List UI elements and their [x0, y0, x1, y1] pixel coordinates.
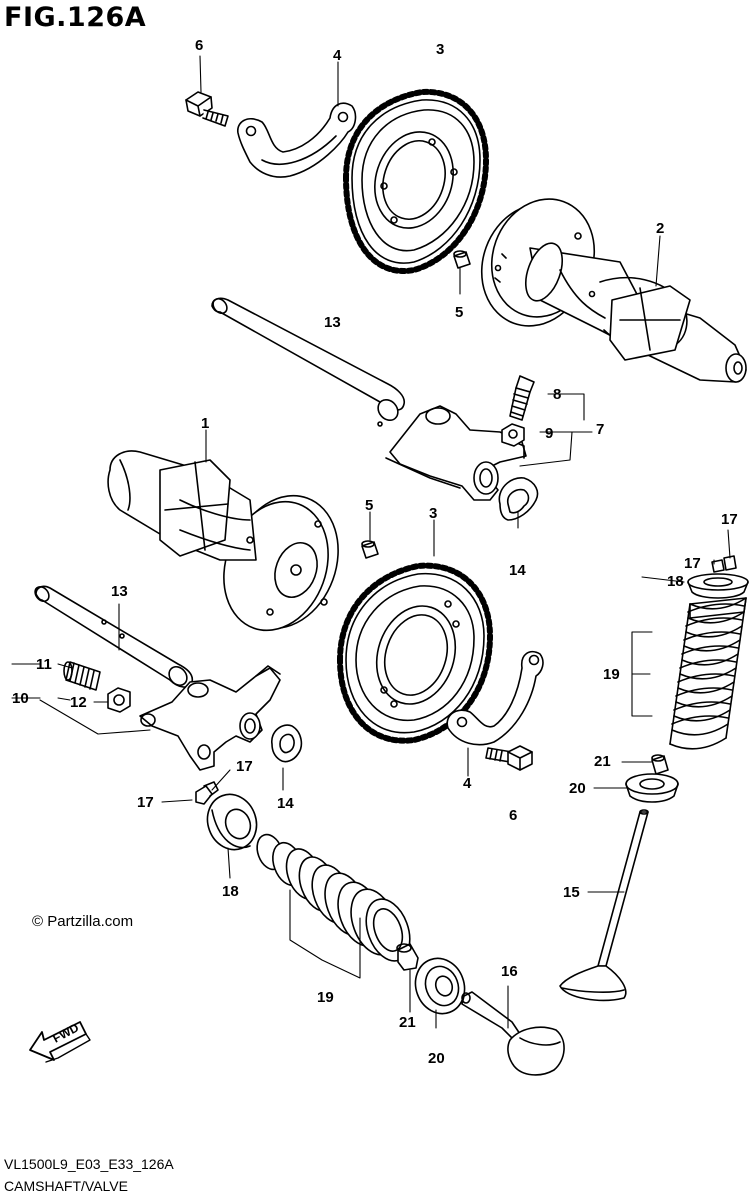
valve-part-16	[461, 991, 565, 1076]
camshaft-part-2	[480, 198, 747, 383]
label-3-top: 3	[436, 41, 445, 58]
valve-springs-part-19-left	[256, 833, 411, 962]
adjuster-screw-part-11	[63, 661, 101, 691]
adjuster-screw-part-8	[509, 375, 535, 421]
label-1: 1	[201, 415, 210, 432]
label-9: 9	[545, 425, 554, 442]
label-17-left-lower: 17	[137, 794, 154, 811]
label-10: 10	[12, 690, 29, 707]
bracket-part-4-top	[237, 102, 357, 178]
spring-seat-part-20-left	[414, 957, 466, 1015]
nut-part-9	[501, 423, 525, 447]
label-2: 2	[656, 220, 665, 237]
gear-part-3-middle	[337, 562, 493, 744]
label-14-top: 14	[509, 562, 526, 579]
label-8: 8	[553, 386, 562, 403]
leader-lines	[11, 55, 731, 1029]
label-20-right: 20	[569, 780, 586, 797]
washer-part-14-top	[498, 477, 539, 521]
label-15: 15	[563, 884, 580, 901]
rocker-arm-part-10	[139, 665, 281, 771]
label-13-bottom: 13	[111, 583, 128, 600]
forward-direction-arrow	[29, 1021, 91, 1063]
label-21-left: 21	[399, 1014, 416, 1031]
spring-seat-part-20-right	[625, 773, 679, 803]
label-3-middle: 3	[429, 505, 438, 522]
bolt-part-6-top	[185, 91, 229, 127]
label-4-top: 4	[333, 47, 342, 64]
nut-part-12	[107, 687, 131, 713]
label-6-middle: 6	[509, 807, 518, 824]
label-12: 12	[70, 694, 87, 711]
label-17-left: 17	[236, 758, 253, 775]
diagram-code: VL1500L9_E03_E33_126A	[4, 1156, 174, 1172]
washer-part-14-middle	[271, 724, 303, 763]
label-4-middle: 4	[463, 775, 472, 792]
copyright-watermark: © Partzilla.com	[32, 913, 134, 930]
rocker-arm-part-7-top	[385, 405, 527, 501]
label-5-middle: 5	[365, 497, 374, 514]
valve-part-15	[559, 809, 649, 1002]
label-6-top: 6	[195, 37, 204, 54]
valve-springs-part-19-right	[669, 597, 747, 750]
valve-cotter-part-17-right	[711, 555, 737, 573]
label-17-right-top: 17	[721, 511, 738, 528]
bolt-part-6-middle	[485, 745, 533, 771]
pin-part-5-middle	[361, 540, 379, 559]
label-17-right: 17	[684, 555, 701, 572]
label-19-right: 19	[603, 666, 620, 683]
pin-part-5-top	[453, 250, 471, 269]
camshaft-part-1	[107, 450, 339, 632]
rocker-shaft-part-13-top	[211, 297, 406, 427]
figure-title: FIG.126A	[4, 2, 147, 33]
label-18-right: 18	[667, 573, 684, 590]
valve-stem-seal-part-21-left	[396, 943, 419, 971]
spring-retainer-part-18-left	[206, 793, 258, 851]
label-14-middle: 14	[277, 795, 294, 812]
diagram-caption: CAMSHAFT/VALVE	[4, 1178, 128, 1194]
label-5-top: 5	[455, 304, 464, 321]
valve-stem-seal-part-21-right	[651, 754, 669, 775]
label-7: 7	[596, 421, 605, 438]
label-19-left: 19	[317, 989, 334, 1006]
bracket-part-4-middle	[446, 650, 544, 746]
label-21-right: 21	[594, 753, 611, 770]
label-20-left: 20	[428, 1050, 445, 1067]
label-18-left: 18	[222, 883, 239, 900]
gear-part-3-top	[343, 88, 489, 274]
label-16: 16	[501, 963, 518, 980]
label-11: 11	[36, 656, 52, 673]
label-13-top: 13	[324, 314, 341, 331]
spring-retainer-part-18-right	[687, 573, 749, 599]
